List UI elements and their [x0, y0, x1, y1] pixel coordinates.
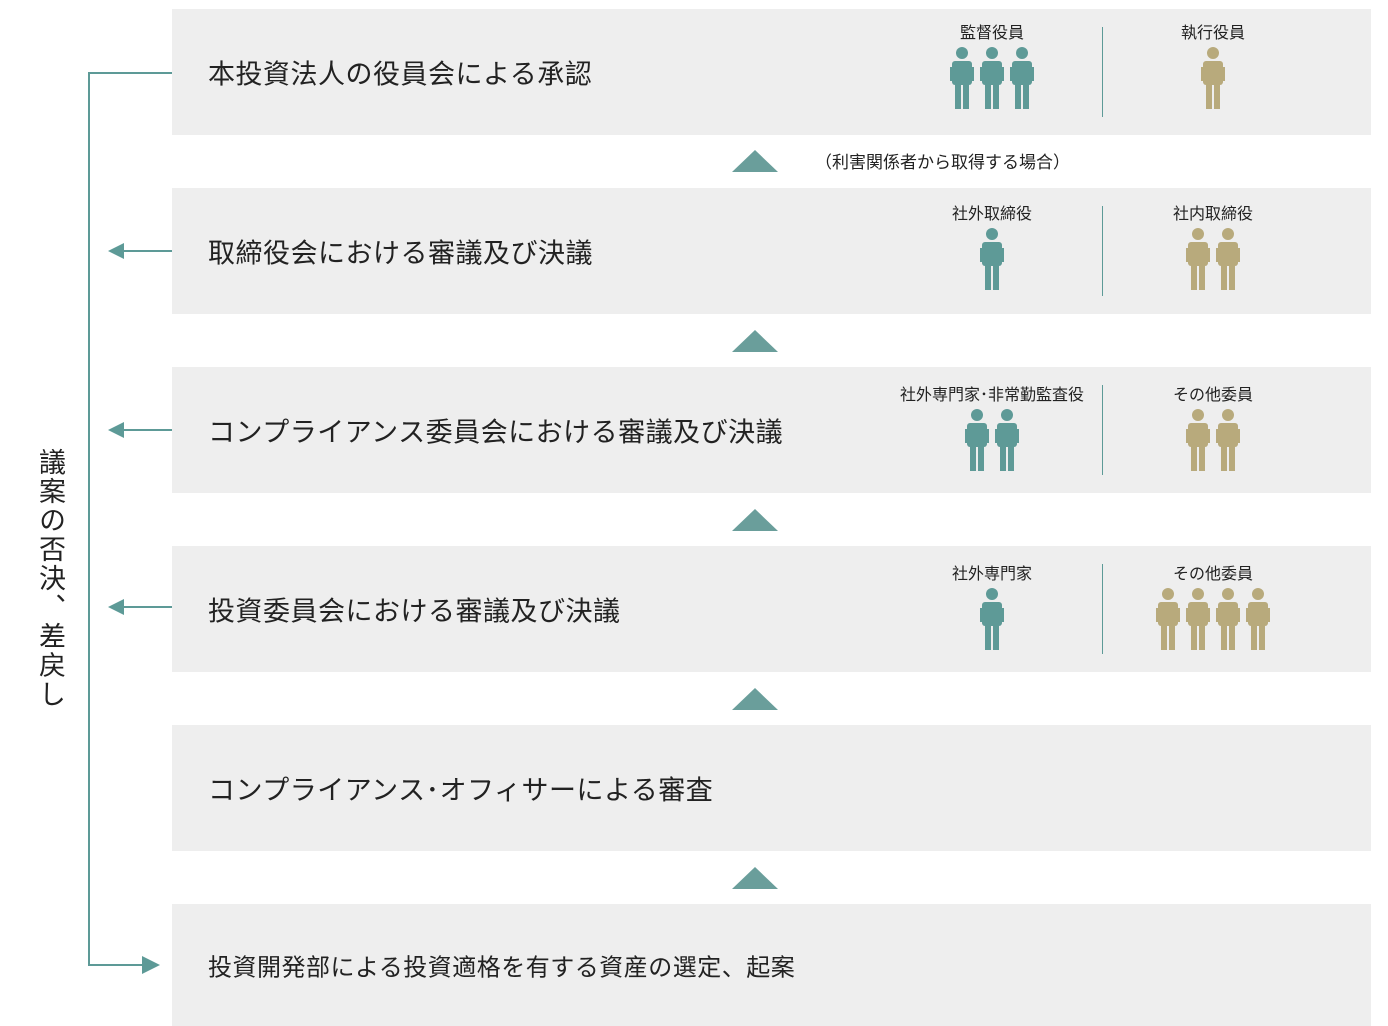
person-icons [1118, 47, 1308, 109]
person-icons [897, 588, 1087, 650]
group-divider [1102, 385, 1103, 475]
person-icon [1216, 409, 1240, 471]
left-arrow-icon [108, 599, 124, 615]
up-arrow-icon [732, 150, 778, 172]
group-label: 執行役員 [1180, 23, 1245, 42]
person-icon [1010, 47, 1034, 109]
left-arrow-icon [108, 422, 124, 438]
step-title: コンプライアンス委員会における審議及び決議 [208, 417, 784, 449]
up-arrow-icon [732, 688, 778, 710]
person-icons [1118, 588, 1308, 650]
step-title: 本投資法人の役員会による承認 [208, 59, 593, 91]
member-group-inside-directors: 社内取締役 [1118, 203, 1308, 290]
return-line-compliance-committee [122, 429, 172, 431]
person-icons [897, 228, 1087, 290]
up-arrow-icon [732, 509, 778, 531]
loop-line-vertical [88, 72, 90, 966]
person-icons [1118, 409, 1308, 471]
member-group-outside-experts-auditor: 社外専門家･非常勤監査役 [897, 384, 1087, 471]
return-line-investment-committee [122, 606, 172, 608]
group-label: 社内取締役 [1172, 204, 1253, 223]
person-icons [1118, 228, 1308, 290]
member-group-other-members: その他委員 [1118, 384, 1308, 471]
return-line-board [122, 250, 172, 252]
person-icon [1156, 588, 1180, 650]
group-label: その他委員 [1172, 385, 1253, 404]
group-label: 社外専門家･非常勤監査役 [899, 385, 1084, 404]
group-divider [1102, 564, 1103, 654]
step-title: コンプライアンス･オフィサーによる審査 [208, 775, 714, 807]
person-icon [1216, 228, 1240, 290]
group-label: 社外専門家 [951, 564, 1032, 583]
step-title: 投資委員会における審議及び決議 [208, 596, 621, 628]
group-label: 監督役員 [959, 23, 1024, 42]
person-icon [995, 409, 1019, 471]
person-icon [1186, 588, 1210, 650]
step-title: 投資開発部による投資適格を有する資産の選定、起案 [208, 953, 796, 982]
step-box-board-of-directors: 取締役会における審議及び決議 社外取締役 社内取締役 [172, 188, 1371, 314]
group-label: 社外取締役 [951, 204, 1032, 223]
person-icon [1201, 47, 1225, 109]
member-group-supervisory: 監督役員 [897, 22, 1087, 109]
person-icon [980, 228, 1004, 290]
rejection-remand-label: 議案の否決、差戻し [34, 448, 65, 709]
person-icon [1246, 588, 1270, 650]
step-box-compliance-committee: コンプライアンス委員会における審議及び決議 社外専門家･非常勤監査役 その他委員 [172, 367, 1371, 493]
group-divider [1102, 27, 1103, 117]
member-group-executive: 執行役員 [1118, 22, 1308, 109]
step-box-compliance-officer: コンプライアンス･オフィサーによる審査 [172, 725, 1371, 851]
loop-line-top [88, 72, 172, 74]
person-icon [1216, 588, 1240, 650]
up-arrow-icon [732, 330, 778, 352]
related-party-note: （利害関係者から取得する場合） [815, 153, 1070, 173]
group-label: その他委員 [1172, 564, 1253, 583]
up-arrow-icon [732, 867, 778, 889]
member-group-outside-directors: 社外取締役 [897, 203, 1087, 290]
person-icon [950, 47, 974, 109]
step-box-board-of-officers: 本投資法人の役員会による承認 監督役員 執行役員 [172, 9, 1371, 135]
person-icon [965, 409, 989, 471]
group-divider [1102, 206, 1103, 296]
member-group-outside-experts: 社外専門家 [897, 563, 1087, 650]
member-group-other-members: その他委員 [1118, 563, 1308, 650]
step-box-investment-development: 投資開発部による投資適格を有する資産の選定、起案 [172, 904, 1371, 1026]
loop-line-bottom [88, 964, 144, 966]
person-icons [897, 409, 1087, 471]
step-title: 取締役会における審議及び決議 [208, 238, 593, 270]
person-icon [1186, 409, 1210, 471]
right-arrow-icon [142, 956, 160, 974]
step-box-investment-committee: 投資委員会における審議及び決議 社外専門家 その他委員 [172, 546, 1371, 672]
person-icon [980, 47, 1004, 109]
person-icon [980, 588, 1004, 650]
person-icons [897, 47, 1087, 109]
person-icon [1186, 228, 1210, 290]
left-arrow-icon [108, 243, 124, 259]
